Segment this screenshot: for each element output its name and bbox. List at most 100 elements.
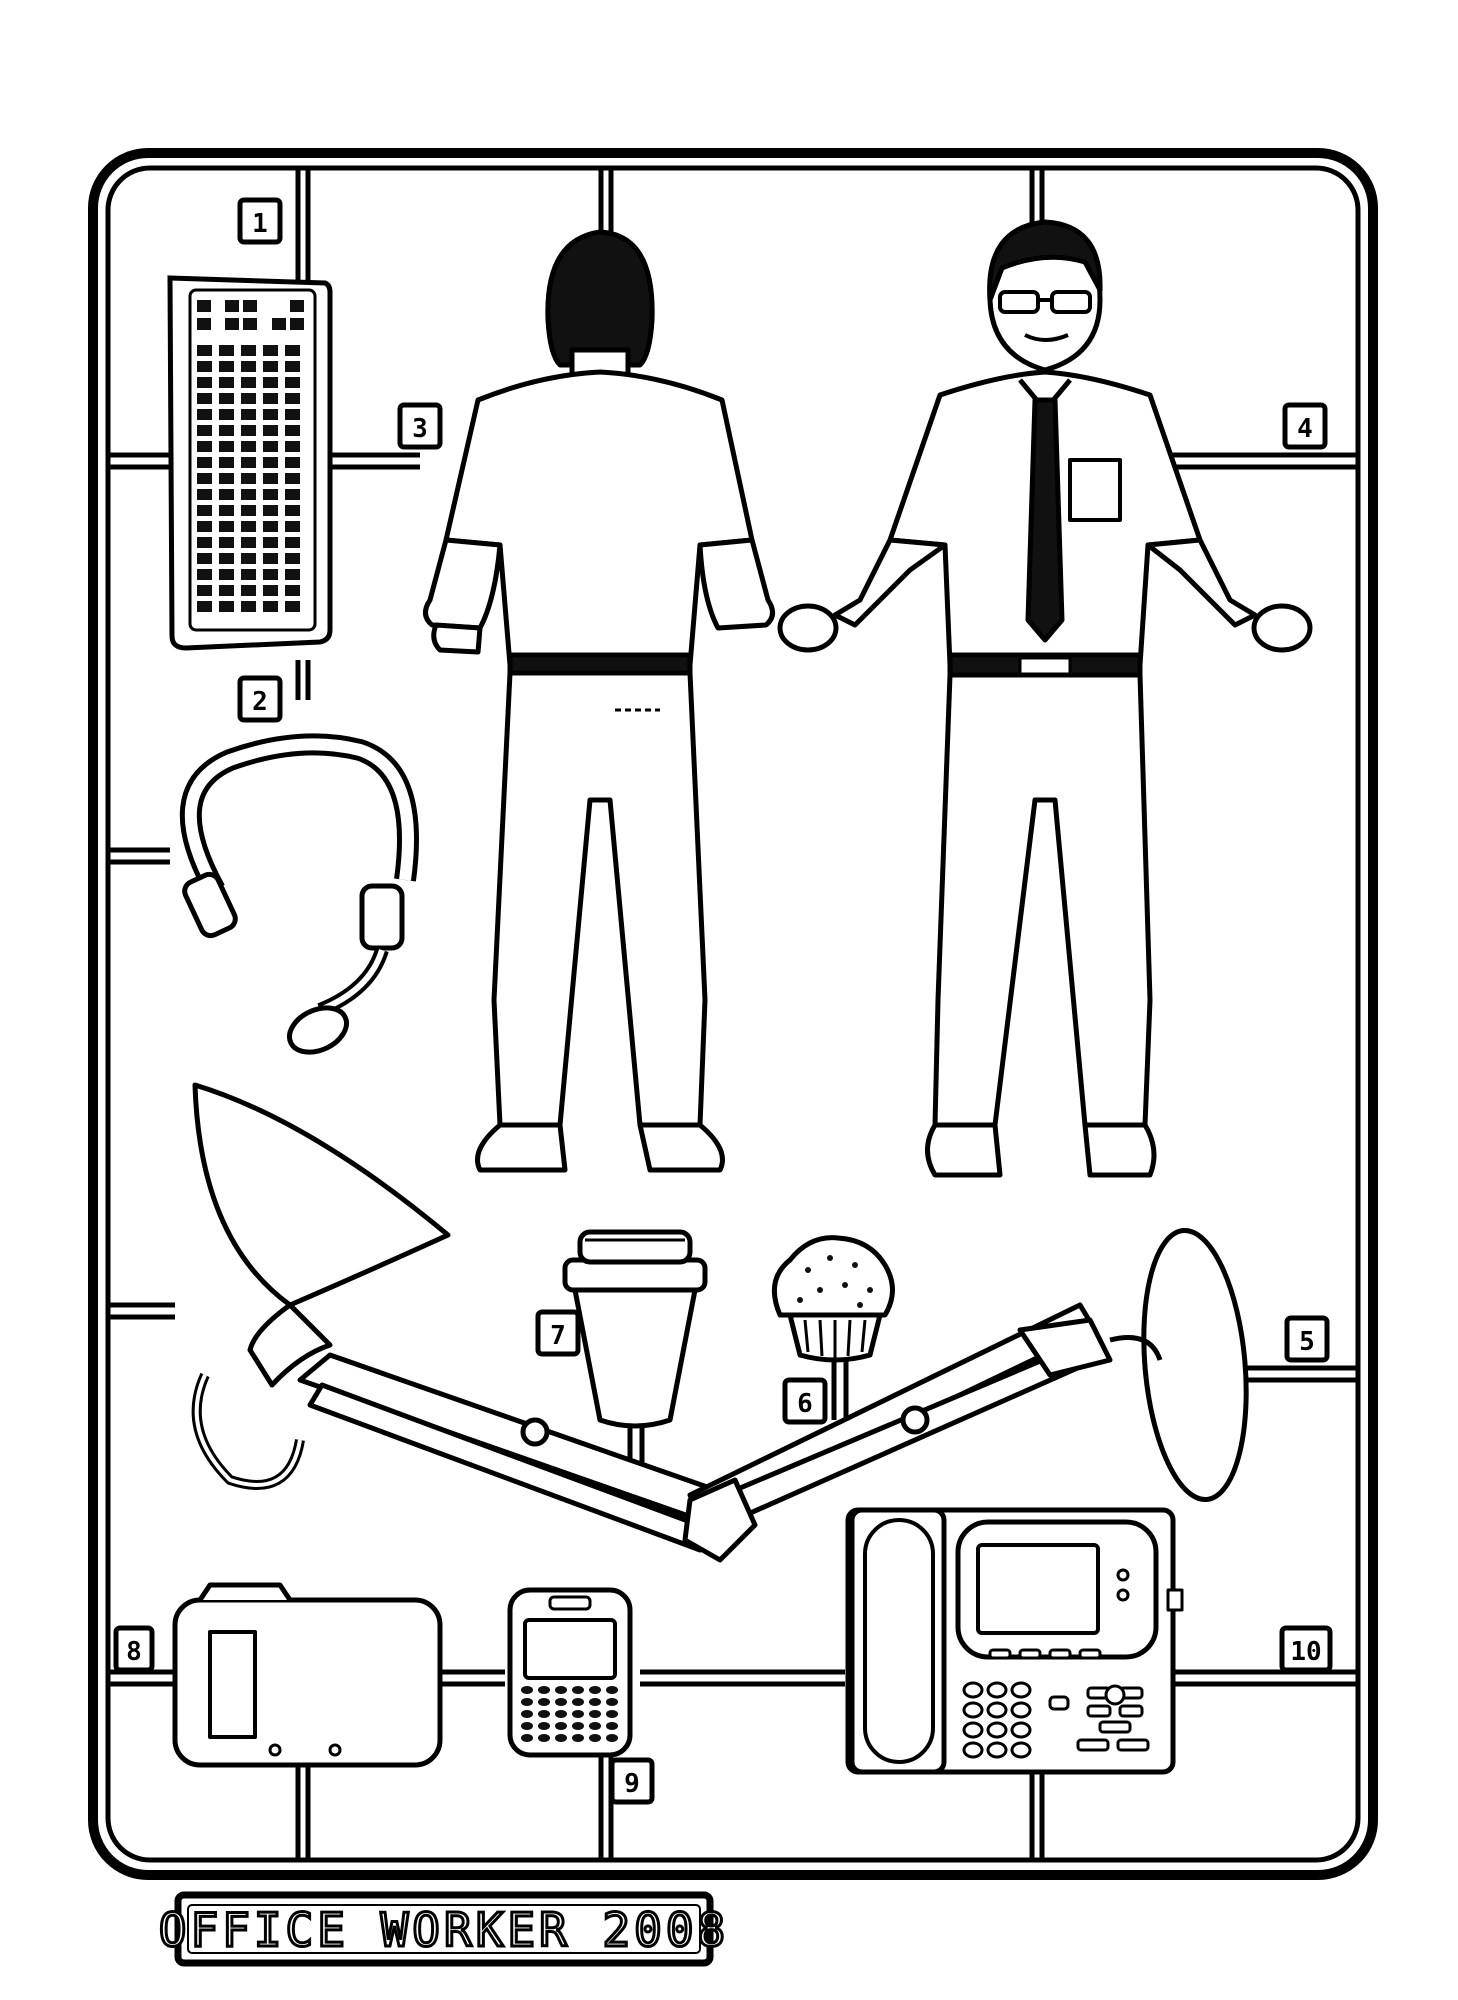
desk-phone-key [986,1681,1008,1699]
keyboard-key [263,441,278,452]
smartphone-key [521,1710,533,1718]
keyboard-key [263,601,278,612]
keyboard-key [219,457,234,468]
keyboard-key [241,441,256,452]
keyboard-key [197,489,212,500]
keyboard-key [197,585,212,596]
smartphone-key [555,1698,567,1706]
headset-part [179,733,419,1055]
keyboard-key [219,537,234,548]
keyboard-key [263,345,278,356]
keyboard-key [197,393,212,404]
kit-title: OFFICE WORKER 2008 [159,1903,730,1957]
keyboard-key [285,505,300,516]
part-number-5: 5 [1299,1327,1315,1357]
desk-phone-key [962,1701,984,1719]
keyboard-key [241,505,256,516]
smartphone-key [589,1734,601,1742]
keyboard-key [219,409,234,420]
part-tab-3: 3 [397,402,443,450]
keyboard-key [285,409,300,420]
keyboard-key [263,505,278,516]
keyboard-key [219,377,234,388]
part-tab-1: 1 [237,197,283,245]
keyboard-key [197,345,212,356]
part-number-7: 7 [550,1321,566,1351]
smartphone-key [606,1734,618,1742]
smartphone-key [606,1686,618,1694]
keyboard-key [197,361,212,372]
smartphone-key [589,1698,601,1706]
smartphone-key [538,1686,550,1694]
keyboard-key [263,521,278,532]
smartphone-key [555,1710,567,1718]
keyboard-key [263,489,278,500]
desk-phone-key [986,1701,1008,1719]
keyboard-key [241,473,256,484]
keyboard-key [197,569,212,580]
desk-phone-keypad [962,1681,1032,1759]
keyboard-key [285,361,300,372]
keyboard-key [241,345,256,356]
part-tab-2: 2 [237,675,283,723]
desk-phone-key [1010,1741,1032,1759]
keyboard-key [241,521,256,532]
smartphone-key [521,1698,533,1706]
keyboard-key [241,425,256,436]
keyboard-key [285,377,300,388]
part-tab-5: 5 [1284,1315,1330,1363]
coffee-cup-part [562,1229,708,1429]
desk-lamp-part [191,1082,1249,1563]
part-tab-7: 7 [535,1309,581,1357]
smartphone-key [521,1686,533,1694]
part-number-8: 8 [126,1637,142,1667]
keyboard-key [263,425,278,436]
desk-phone-key [1010,1701,1032,1719]
smartphone-key [589,1686,601,1694]
keyboard-key [197,409,212,420]
keyboard-key [285,553,300,564]
keyboard-key [197,601,212,612]
part-tab-6: 6 [782,1377,828,1425]
smartphone-key [606,1698,618,1706]
part-number-4: 4 [1297,414,1313,444]
smartphone-key [572,1722,584,1730]
part-number-tabs: 1 2 3 4 5 6 7 8 [113,197,1333,1805]
keyboard-keys [197,345,300,612]
smartphone-key [555,1686,567,1694]
smartphone-key [538,1710,550,1718]
keyboard-key [241,457,256,468]
smartphone-key [521,1722,533,1730]
part-tab-9: 9 [609,1757,655,1805]
smartphone-key [555,1722,567,1730]
keyboard-key [241,569,256,580]
part-tab-8: 8 [113,1625,155,1673]
keyboard-key [263,537,278,548]
keyboard-key [241,537,256,548]
keyboard-key [219,361,234,372]
desk-phone-part [845,1507,1184,1775]
keyboard-key [285,585,300,596]
title-plate: OFFICE WORKER 2008 [157,1891,730,1967]
smartphone-key [589,1722,601,1730]
keyboard-key [285,457,300,468]
part-number-1: 1 [252,209,268,239]
keyboard-key [285,441,300,452]
desk-phone-key [962,1681,984,1699]
smartphone-part [507,1587,633,1758]
stapler-part [172,1582,443,1768]
keyboard-key [285,601,300,612]
keyboard-key [197,537,212,548]
smartphone-key [538,1722,550,1730]
keyboard-key [197,441,212,452]
keyboard-key [241,489,256,500]
keyboard-key [197,473,212,484]
smartphone-key [606,1710,618,1718]
keyboard-part [167,275,333,651]
keyboard-key [285,489,300,500]
keyboard-key [285,345,300,356]
smartphone-key [589,1710,601,1718]
keyboard-key [197,377,212,388]
smartphone-key [572,1734,584,1742]
